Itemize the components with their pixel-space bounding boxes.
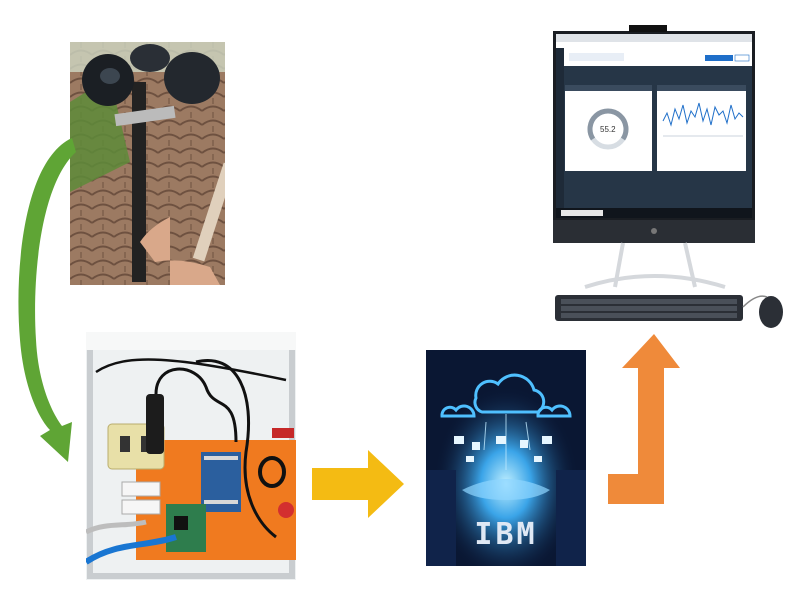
anemometer-illustration xyxy=(70,42,225,285)
mouse xyxy=(759,296,783,328)
cloud-computing-photo: IBM xyxy=(426,350,586,566)
anemometer-photo xyxy=(70,42,225,285)
cloud-illustration xyxy=(426,350,586,566)
ibm-logo: IBM xyxy=(474,517,538,552)
gauge-value: 55.2 xyxy=(600,125,616,134)
green-curved-arrow xyxy=(18,138,76,462)
desktop-computer-icon: 55.2 xyxy=(545,25,790,335)
yellow-right-arrow xyxy=(312,450,404,518)
controller-illustration xyxy=(86,332,296,580)
orange-up-arrow xyxy=(608,334,680,504)
controller-box-photo xyxy=(86,332,296,580)
computer-illustration xyxy=(553,25,783,328)
